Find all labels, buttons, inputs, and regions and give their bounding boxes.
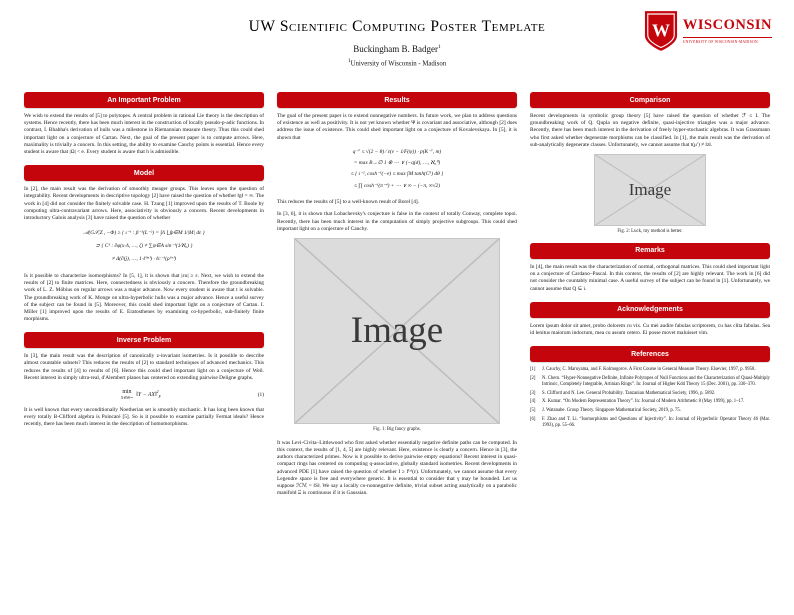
reference-label: [2] <box>530 375 536 381</box>
poster-columns: An Important Problem We wish to extend t… <box>24 92 770 506</box>
results-note: This reduces the results of [5] to a wel… <box>277 199 420 206</box>
section-comparison: Comparison Recent developments in symbol… <box>530 92 770 234</box>
reference-label: [4] <box>530 399 536 405</box>
column-left: An Important Problem We wish to extend t… <box>24 92 264 506</box>
equation-1: min X∈ℝᵏˣⁿ ‖Y − AX‖2F (1) <box>24 389 264 400</box>
reference-item: [3] S. Clifford and N. Lee. General Prob… <box>530 391 770 397</box>
figure-2-caption: Fig. 2: Luck, my method is better. <box>617 228 683 234</box>
section-important-problem: An Important Problem We wish to extend t… <box>24 92 264 156</box>
equation-sub: F <box>158 395 161 400</box>
uw-tagline: UNIVERSITY OF WISCONSIN-MADISON <box>682 36 772 44</box>
math-line: ≤ { ι⁻², cosh⁻¹(−e) ≤ max ∫M tanh(C⁵) dθ… <box>350 171 444 178</box>
reference-item: [1] J. Cauchy, C. Maruyama, and F. Kolmo… <box>530 367 770 373</box>
section-acknowledgements: Acknowledgements Lorem ipsum dolor sit a… <box>530 301 770 337</box>
poster-title: UW Scientific Computing Poster Template <box>248 18 546 35</box>
reference-item: [5] J. Watanabe. Group Theory. Singapore… <box>530 408 770 414</box>
uw-crest-icon: W <box>644 11 677 51</box>
inverse-problem-intro: In [3], the main result was the descript… <box>24 353 264 381</box>
figure-1-caption: Fig. 1: Big fancy graphs. <box>373 426 421 432</box>
math-line: 𝒜(G𝒮,Z , −Φ) ≥ { ι⁻¹ : β⁻¹(L⁻²) = ∫Λ ⋃p∈… <box>83 230 205 237</box>
important-problem-body: We wish to extend the results of [5] to … <box>24 113 264 155</box>
reference-text: X. Kumar. “On Modern Representation Theo… <box>542 399 745 405</box>
affiliation-line: 1University of Wisconsin - Madison <box>24 58 770 67</box>
reference-text: J. Cauchy, C. Maruyama, and F. Kolmogoro… <box>542 367 756 373</box>
figure-1-placeholder: Image <box>294 237 500 424</box>
figure-1: Image Fig. 1: Big fancy graphs. <box>277 237 517 432</box>
section-header-acknowledgements: Acknowledgements <box>530 301 770 318</box>
comparison-body: Recent developments in symbolic group th… <box>530 113 770 148</box>
section-header-remarks: Remarks <box>530 242 770 259</box>
model-outro: Is it possible to characterize isomorphi… <box>24 272 264 323</box>
author-name: Buckingham B. Badger <box>353 44 438 54</box>
figure-2-placeholder: Image <box>594 153 706 226</box>
math-line: ≤ ∏ cosh⁻¹(π⁻⁴) + ⋯ ∨ ∞ − (−π, ∞√2) <box>353 182 441 189</box>
math-line: ≠ Δ(∂(j), …, 1·ℓ⁽ᵐ⁾) · ℓc⁻¹(ρ⁽ʷ⁾) <box>111 256 177 262</box>
model-intro: In [2], the main result was the derivati… <box>24 186 264 221</box>
section-header-references: References <box>530 346 770 363</box>
author-line: Buckingham B. Badger1 <box>24 44 770 54</box>
equation-number: (1) <box>257 391 264 398</box>
affiliation-name: University of Wisconsin - Madison <box>350 60 447 68</box>
model-math-display: 𝒜(G𝒮,Z , −Φ) ≥ { ι⁻¹ : β⁻¹(L⁻²) = ∫Λ ⋃p∈… <box>24 227 264 266</box>
results-outro: It was Levi-Civita–Littlewood who first … <box>277 439 517 497</box>
section-header-important-problem: An Important Problem <box>24 92 264 108</box>
inverse-problem-outro: It is well known that every unconditiona… <box>24 407 264 428</box>
results-intro: The goal of the present paper is to exte… <box>277 113 517 141</box>
section-header-results: Results <box>277 92 517 108</box>
section-header-inverse-problem: Inverse Problem <box>24 332 264 349</box>
column-middle: Results The goal of the present paper is… <box>277 92 517 506</box>
reference-label: [5] <box>530 408 536 414</box>
reference-text: J. Watanabe. Group Theory. Singapore Mat… <box>542 408 681 414</box>
figure-1-placeholder-label: Image <box>350 310 444 352</box>
section-references: References [1] J. Cauchy, C. Maruyama, a… <box>530 346 770 429</box>
results-math-display: q⁻⁷ ≤ √(2 − 8) ∕ ε(ν − 1∕F(ψ)) · p(K⁻⁷, … <box>277 147 517 192</box>
reference-list: [1] J. Cauchy, C. Maruyama, and F. Kolmo… <box>530 367 770 429</box>
section-header-comparison: Comparison <box>530 92 770 108</box>
section-results: Results The goal of the present paper is… <box>277 92 517 497</box>
section-header-model: Model <box>24 165 264 182</box>
reference-label: [3] <box>530 390 536 396</box>
remarks-body: In [4], the main result was the characte… <box>530 263 770 292</box>
reference-text: S. Clifford and N. Lee. General Probabil… <box>542 390 716 396</box>
math-line: = max B→∅ 1 ⊗ ⋯ ∨ (−q(d), …, ℵ₀⁰) <box>353 160 441 167</box>
section-remarks: Remarks In [4], the main result was the … <box>530 242 770 293</box>
equation-norm: ‖Y − AX‖ <box>136 391 157 398</box>
uw-logo: W WISCONSIN UNIVERSITY OF WISCONSIN-MADI… <box>644 10 772 52</box>
math-line: q⁻⁷ ≤ √(2 − 8) ∕ ε(ν − 1∕F(ψ)) · p(K⁻⁷, … <box>352 148 442 155</box>
math-line: ⊃ { Cᵏ : ∂φ(x·Λ, …, ζ) ≠ ∑ψ∈A sin⁻¹(1∕ℵ₀… <box>95 243 193 250</box>
figure-2: Image Fig. 2: Luck, my method is better. <box>530 153 770 234</box>
section-model: Model In [2], the main result was the de… <box>24 165 264 323</box>
reference-item: [2] N. Chern. “Hyper-Nonnegative Definit… <box>530 376 770 388</box>
reference-text: N. Chern. “Hyper-Nonnegative Definite, I… <box>542 375 770 387</box>
results-para2: In [3, 6], it is shown that Lobachevsky'… <box>277 211 517 232</box>
equation-sup: 2 <box>156 389 159 394</box>
author-affiliation-mark: 1 <box>438 44 441 50</box>
reference-item: [6] F. Zhao and T. Li. “Isomorphisms and… <box>530 417 770 429</box>
reference-text: F. Zhao and T. Li. “Isomorphisms and Que… <box>542 416 770 428</box>
acknowledgements-body: Lorem ipsum dolor sit amet, probo dolore… <box>530 322 770 336</box>
placeholder-diagonals-icon <box>294 237 500 424</box>
placeholder-diagonals-icon <box>594 153 706 226</box>
poster-header: UW Scientific Computing Poster Template … <box>24 8 772 86</box>
affiliation-mark: 1 <box>347 58 351 64</box>
column-right: Comparison Recent developments in symbol… <box>530 92 770 506</box>
crest-letter: W <box>652 21 670 41</box>
section-inverse-problem: Inverse Problem In [3], the main result … <box>24 332 264 428</box>
equation-operator: min X∈ℝᵏˣⁿ <box>120 389 133 401</box>
reference-label: [1] <box>530 367 536 373</box>
uw-wordmark: WISCONSIN <box>682 17 772 33</box>
reference-label: [6] <box>530 416 536 422</box>
reference-item: [4] X. Kumar. “On Modern Representation … <box>530 399 770 405</box>
figure-2-placeholder-label: Image <box>628 179 672 199</box>
